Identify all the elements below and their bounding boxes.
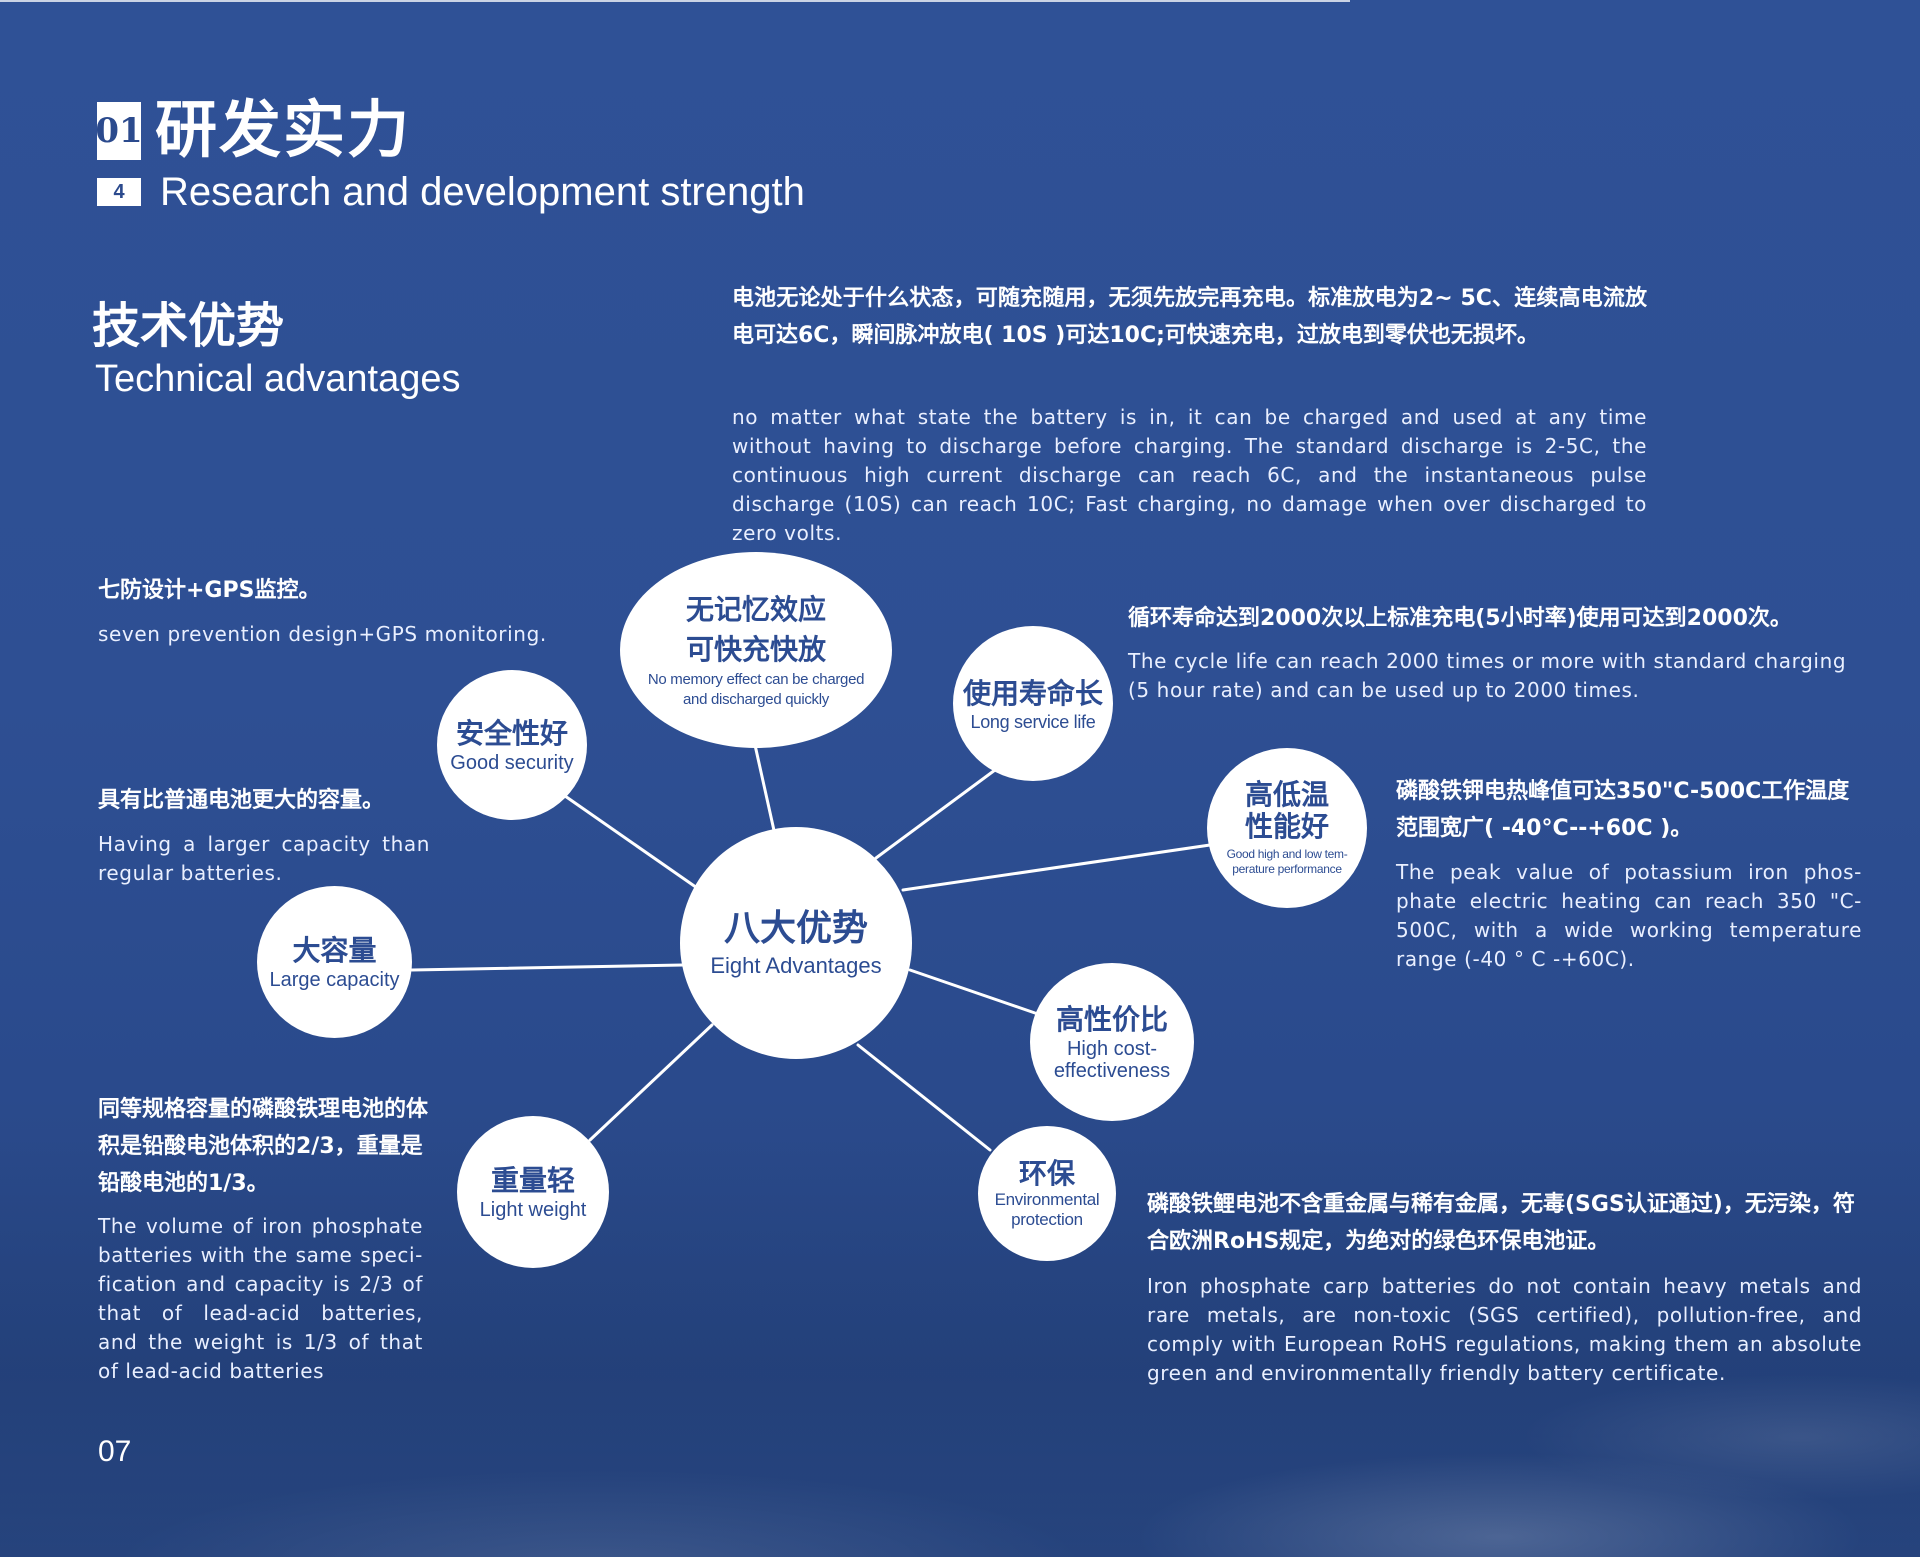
center-title-en: Eight Advantages [710,953,882,978]
node-weight-cn: 重量轻 [490,1164,575,1197]
node-security-cn: 安全性好 [455,717,568,750]
node-environmental: 环保 Environmental protection [978,1126,1116,1261]
cloud-background [0,1137,1920,1557]
node-security: 安全性好 Good security [437,670,587,820]
connector-temperature [901,843,1212,892]
node-temperature-en: Good high and low tem-perature performan… [1226,847,1348,876]
connector-security [563,794,702,892]
node-weight: 重量轻 Light weight [457,1116,609,1268]
note-service-life-cn: 循环寿命达到2000次以上标准充电(5小时率)使用可达到2000次。 [1128,606,1792,631]
note-security-en: seven prevention design+GPS monitoring. [98,622,547,646]
sub-number: 4 [113,180,125,203]
connector-service-life [874,768,997,860]
connector-capacity [410,963,685,972]
node-capacity: 大容量 Large capacity [257,886,412,1038]
node-capacity-cn: 大容量 [292,934,377,967]
connector-cost [908,968,1037,1015]
connector-memory [753,743,777,837]
node-memory-en: No memory effect can be charged and disc… [647,671,865,708]
note-weight-cn: 同等规格容量的磷酸铁理电池的体积是铅酸电池体积的2/3，重量是铅酸电池的1/3。 [98,1097,429,1196]
note-weight-en: The volume of iron phosphate batteries w… [98,1214,423,1383]
node-service-life-en: Long service life [970,711,1096,732]
section-number: 01 [95,111,143,151]
top-divider [0,0,1350,2]
node-capacity-en: Large capacity [269,969,400,991]
node-cost-cn: 高性价比 [1055,1003,1168,1036]
connector-weight [588,1023,714,1142]
page-title-cn: 研发实力 [155,93,412,166]
note-temperature-cn: 磷酸铁钾电热峰值可达350"C-500C工作温度范围宽广( -40°C--+60… [1396,779,1850,841]
sub-number-badge: 4 [97,178,141,206]
intro-text-en: no matter what state the battery is in, … [732,405,1647,545]
note-temperature-en: The peak value of potassium iron phos-ph… [1396,860,1862,971]
note-security-cn: 七防设计+GPS监控。 [98,578,321,603]
node-environmental-en: Environmental protection [994,1189,1100,1229]
node-environmental-cn: 环保 [1018,1156,1075,1190]
node-security-en: Good security [450,752,574,774]
node-cost-en: High cost-effectiveness [1053,1038,1171,1082]
page-number: 07 [98,1435,132,1468]
node-service-life: 使用寿命长 Long service life [953,626,1113,781]
section-title-en: Technical advantages [95,358,461,400]
node-cost: 高性价比 High cost-effectiveness [1030,963,1194,1121]
center-hub: 八大优势 Eight Advantages [680,827,912,1059]
connector-environmental [856,1043,992,1152]
node-temperature-cn: 高低温 性能好 [1244,778,1329,843]
intro-text-cn: 电池无论处于什么状态，可随充随用，无须先放完再充电。标准放电为2~ 5C、连续高… [732,286,1647,348]
section-number-badge: 01 [95,102,143,160]
node-memory: 无记忆效应 可快充快放 No memory effect can be char… [620,552,892,748]
section-title-cn: 技术优势 [92,298,285,354]
node-weight-en: Light weight [479,1199,587,1221]
page-title-en: Research and development strength [160,170,805,214]
note-capacity-en: Having a larger capacity than regular ba… [98,832,430,885]
note-capacity-cn: 具有比普通电池更大的容量。 [98,788,385,813]
node-service-life-cn: 使用寿命长 [962,676,1103,710]
note-service-life-en: The cycle life can reach 2000 times or m… [1128,649,1847,702]
center-title-cn: 八大优势 [723,908,868,949]
node-temperature: 高低温 性能好 Good high and low tem-perature p… [1207,748,1367,908]
node-memory-cn: 无记忆效应 可快充快放 [685,593,826,666]
note-environmental-en: Iron phosphate carp batteries do not con… [1147,1274,1862,1385]
note-environmental-cn: 磷酸铁鲤电池不含重金属与稀有金属，无毒(SGS认证通过)，无污染，符合欧洲RoH… [1147,1192,1855,1254]
